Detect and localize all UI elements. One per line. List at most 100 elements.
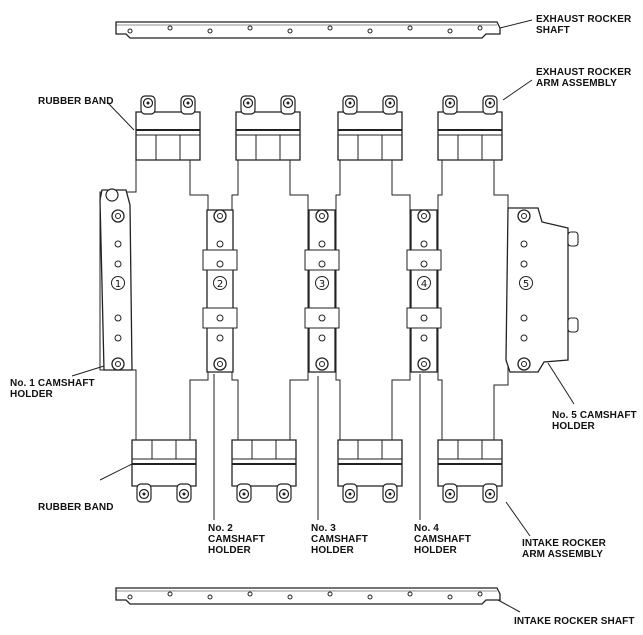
holder-ear bbox=[567, 231, 579, 247]
shaft-oil-hole bbox=[367, 594, 373, 600]
holder-dowel-hole bbox=[318, 240, 326, 248]
adjusting-screw-center bbox=[488, 101, 492, 105]
adjusting-screw-center bbox=[242, 492, 246, 496]
camshaft-holder-5 bbox=[505, 207, 579, 373]
holder-number-3: 3 bbox=[319, 279, 325, 290]
holder-bolt-hole-inner bbox=[319, 361, 325, 367]
holder-dowel-hole bbox=[114, 240, 122, 248]
holder-bearing-band bbox=[406, 249, 442, 271]
camshaft-holder-1-label: No. 1 CAMSHAFT HOLDER bbox=[10, 378, 95, 400]
rocker-arm-body bbox=[135, 111, 201, 161]
rubber-band-top-label: RUBBER BAND bbox=[38, 96, 114, 107]
holder-dowel-hole bbox=[114, 260, 122, 268]
exhaust-rocker-arm-assembly-label: EXHAUST ROCKER ARM ASSEMBLY bbox=[536, 67, 632, 89]
holder-dowel bbox=[105, 188, 119, 202]
camshaft-holder-2 bbox=[202, 209, 238, 373]
holder-5-leader bbox=[547, 362, 575, 405]
rocker-arm-body bbox=[235, 111, 301, 161]
shaft-oil-hole bbox=[447, 594, 453, 600]
shaft-oil-hole bbox=[367, 28, 373, 34]
holder-dowel-hole bbox=[420, 240, 428, 248]
shaft-oil-hole bbox=[167, 591, 173, 597]
adjusting-screw-center bbox=[142, 492, 146, 496]
leader-lines bbox=[71, 19, 575, 613]
holder-bolt-hole-inner bbox=[217, 213, 223, 219]
holder-bearing-band bbox=[304, 249, 340, 271]
exhaust-rocker-arm-2 bbox=[235, 95, 301, 161]
adjusting-screw-center bbox=[282, 492, 286, 496]
shaft-oil-hole bbox=[407, 591, 413, 597]
holder-number-5: 5 bbox=[523, 279, 529, 290]
holder-dowel-hole bbox=[420, 260, 428, 268]
exhaust-arm-leader bbox=[502, 79, 533, 101]
holder-dowel-hole bbox=[216, 240, 224, 248]
exhaust-shaft-leader bbox=[499, 19, 533, 29]
holder-dowel-hole bbox=[520, 260, 528, 268]
holder-bolt-hole-inner bbox=[217, 361, 223, 367]
holder-body bbox=[410, 209, 438, 373]
alignment-line bbox=[289, 160, 309, 440]
holder-dowel-hole bbox=[114, 314, 122, 322]
shaft-oil-hole bbox=[127, 594, 133, 600]
intake-rocker-shaft-label: INTAKE ROCKER SHAFT bbox=[514, 616, 635, 627]
holder-dowel-hole bbox=[420, 314, 428, 322]
exhaust-rocker-arm-4 bbox=[437, 95, 503, 161]
rocker-arm-body bbox=[337, 111, 403, 161]
intake-rocker-arm-2 bbox=[231, 439, 297, 503]
alignment-line bbox=[335, 160, 341, 440]
holder-number-circle bbox=[417, 276, 431, 290]
shaft-oil-hole bbox=[407, 25, 413, 31]
holder-dowel-hole bbox=[114, 334, 122, 342]
holder-dowel-hole bbox=[216, 334, 224, 342]
holder-dowel-hole bbox=[318, 314, 326, 322]
adjusting-screw-center bbox=[186, 101, 190, 105]
holder-number-2: 2 bbox=[217, 279, 223, 290]
shaft-oil-hole bbox=[207, 594, 213, 600]
holder-dowel-hole bbox=[318, 260, 326, 268]
exhaust-rocker-arm-1 bbox=[135, 95, 201, 161]
camshaft-holder-4 bbox=[406, 209, 442, 373]
shaft-oil-hole bbox=[247, 591, 253, 597]
holder-dowel-hole bbox=[520, 314, 528, 322]
adjusting-screw-center bbox=[246, 101, 250, 105]
holder-number-circle bbox=[111, 276, 125, 290]
intake-arm-leader bbox=[505, 501, 531, 537]
intake-rocker-shaft bbox=[115, 587, 501, 605]
holder-body bbox=[505, 207, 569, 373]
adjusting-screw-center bbox=[348, 101, 352, 105]
adjusting-screw-center bbox=[146, 101, 150, 105]
alignment-line bbox=[437, 160, 443, 440]
holder-body bbox=[308, 209, 336, 373]
holder-number-circle bbox=[315, 276, 329, 290]
holder-dowel-hole bbox=[520, 240, 528, 248]
shaft-oil-hole bbox=[287, 28, 293, 34]
holder-1-leader bbox=[71, 365, 105, 377]
shaft-oil-hole bbox=[477, 25, 483, 31]
adjusting-screw-center bbox=[182, 492, 186, 496]
shaft-oil-hole bbox=[127, 28, 133, 34]
holder-ear bbox=[567, 317, 579, 333]
holder-bolt-hole-inner bbox=[115, 361, 121, 367]
adjusting-screw-center bbox=[448, 101, 452, 105]
camshaft-holder-2-label: No. 2 CAMSHAFT HOLDER bbox=[208, 523, 265, 556]
intake-shaft-leader bbox=[497, 599, 521, 613]
holder-body bbox=[206, 209, 234, 373]
alignment-line bbox=[391, 160, 411, 440]
shaft-oil-hole bbox=[287, 594, 293, 600]
holder-bolt-hole-inner bbox=[521, 361, 527, 367]
holder-bolt-hole-inner bbox=[421, 213, 427, 219]
exhaust-rocker-shaft-label: EXHAUST ROCKER SHAFT bbox=[536, 14, 632, 36]
shaft-oil-hole bbox=[447, 28, 453, 34]
camshaft-holder-5-label: No. 5 CAMSHAFT HOLDER bbox=[552, 410, 637, 432]
adjusting-screw-center bbox=[388, 101, 392, 105]
holder-dowel-hole bbox=[216, 314, 224, 322]
intake-rocker-arm-1 bbox=[131, 439, 197, 503]
shaft-oil-hole bbox=[207, 28, 213, 34]
rocker-arm-body bbox=[437, 111, 503, 161]
holder-number-1: 1 bbox=[115, 279, 121, 290]
adjusting-screw-center bbox=[488, 492, 492, 496]
adjusting-screw-center bbox=[348, 492, 352, 496]
parts-layer bbox=[99, 21, 579, 605]
